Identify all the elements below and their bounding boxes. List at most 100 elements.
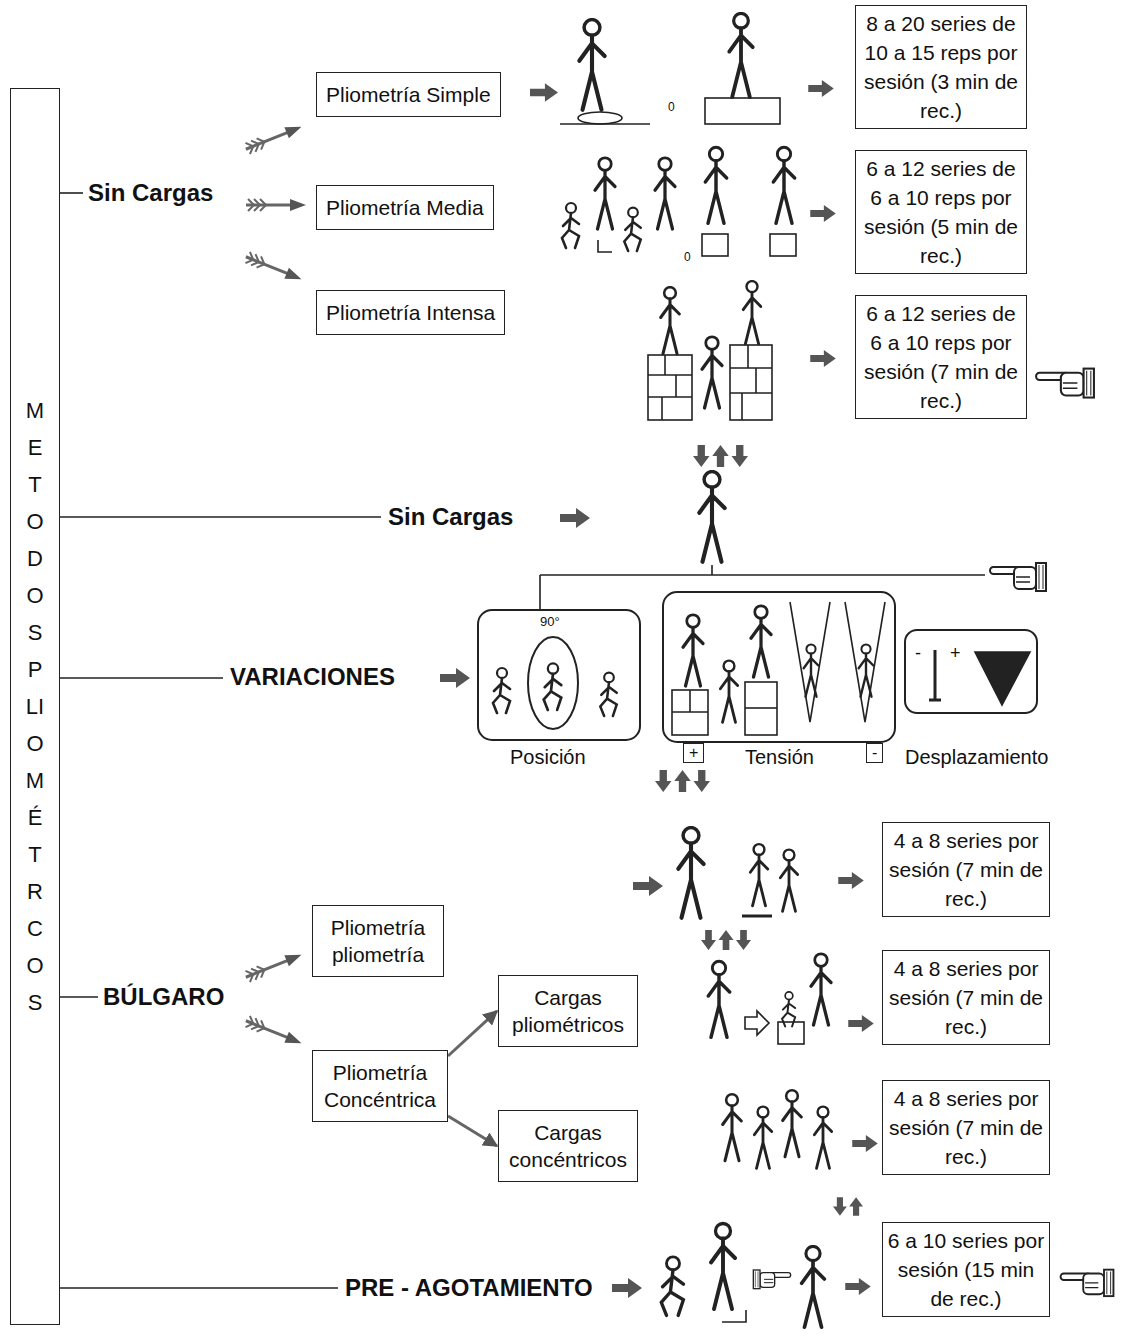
illustration-part (720, 661, 737, 723)
sign-box: - (866, 743, 883, 763)
node-text: Cargas concéntricos (503, 1119, 633, 1173)
illustration-part (655, 158, 675, 229)
section-label: VARIACIONES (230, 663, 395, 691)
node-text: METODOS PLIOMÉTRCOS (24, 392, 46, 1021)
illustration-part (743, 281, 761, 344)
illustration-part (975, 652, 1030, 705)
illustration-part (810, 205, 836, 222)
sign-label: + (950, 643, 961, 664)
illustration-part (702, 234, 728, 256)
illustration-part (1036, 369, 1094, 398)
node-text: Pliometría Intensa (326, 299, 495, 326)
illustration-part (246, 199, 306, 211)
node-text: 4 a 8 series por sesión (7 min de rec.) (887, 954, 1045, 1041)
illustration-part (579, 20, 604, 110)
feather-arrow (448, 1011, 497, 1056)
node-text: 4 a 8 series por sesión (7 min de rec.) (887, 1084, 1045, 1171)
load-box: Cargas concéntricos (498, 1110, 638, 1182)
illustration-part (1061, 1270, 1114, 1296)
illustration-part (705, 98, 780, 124)
figure-mark: 0 (684, 250, 691, 264)
illustration-part (773, 147, 794, 223)
block-arrows (440, 80, 878, 1298)
illustration-part (655, 770, 710, 792)
illustration-part (648, 355, 692, 420)
illustration-part (750, 844, 767, 906)
illustration-part (790, 602, 885, 722)
illustration-part (742, 915, 772, 918)
illustration-part (711, 1224, 735, 1310)
illustration-part (845, 1278, 871, 1295)
illustration-part (528, 637, 578, 729)
illustration-part (544, 663, 562, 710)
illustration-part (838, 872, 864, 889)
illustration-part (814, 1107, 831, 1169)
illustration-part (540, 565, 985, 610)
illustration-part (244, 251, 304, 285)
illustration-part (708, 961, 729, 1037)
section-label: Sin Cargas (88, 179, 213, 207)
node-text: Pliometría Simple (326, 81, 491, 108)
illustration-part (782, 992, 795, 1027)
node-text: Pliometría pliometría (317, 914, 439, 968)
node-text: 6 a 12 series de 6 a 10 reps por sesión … (860, 154, 1022, 270)
node-text: 6 a 10 series por sesión (15 min de rec.… (887, 1226, 1045, 1313)
illustration-part (678, 828, 703, 918)
illustration-part (478, 610, 640, 740)
illustration-part (663, 592, 895, 742)
illustration-part (730, 345, 772, 420)
method-box: Pliometría Simple (316, 72, 501, 117)
title-column: METODOS PLIOMÉTRCOS (10, 88, 60, 1325)
illustration-part (661, 1257, 683, 1316)
illustration-part (562, 203, 579, 248)
variation-label: Desplazamiento (905, 746, 1048, 769)
load-box: Cargas pliométricos (498, 975, 638, 1047)
illustration-part (560, 123, 650, 125)
illustration-part (783, 1090, 802, 1157)
illustration-part (244, 121, 304, 155)
node-text: 8 a 20 series de 10 a 15 reps por sesión… (860, 9, 1022, 125)
illustration-part (730, 345, 772, 420)
node-text: Pliometría Media (326, 194, 484, 221)
angle-label: 90° (540, 614, 560, 629)
variation-label: Posición (510, 746, 586, 769)
figure-mark: 0 (668, 100, 675, 114)
illustration-part (60, 996, 98, 998)
illustration-part (648, 355, 692, 420)
method-box: Pliometría Media (316, 185, 494, 230)
illustration-part (244, 251, 304, 285)
branch-lines (60, 193, 381, 1288)
illustration-part (990, 563, 1046, 591)
dose-box: 4 a 8 series por sesión (7 min de rec.) (882, 950, 1050, 1045)
illustration-part (246, 199, 306, 211)
illustration-part (60, 677, 223, 679)
dose-box: 6 a 12 series de 6 a 10 reps por sesión … (855, 295, 1027, 419)
illustration-part (702, 337, 722, 408)
dose-box: 6 a 12 series de 6 a 10 reps por sesión … (855, 150, 1027, 274)
illustration-part (493, 668, 510, 713)
illustration-part (770, 234, 796, 256)
illustration-part (753, 1270, 790, 1289)
illustration-part (598, 240, 612, 252)
illustration-part (852, 1135, 878, 1152)
illustration-part (244, 949, 304, 983)
illustration-part (778, 1022, 804, 1044)
illustration-part (440, 668, 470, 688)
illustration-part (60, 192, 83, 194)
section-label: Sin Cargas (388, 503, 513, 531)
section-label: PRE - AGOTAMIENTO (345, 1274, 593, 1302)
illustration-part (753, 1270, 790, 1289)
node-text: Pliometría Concéntrica (317, 1059, 443, 1113)
illustration-part (701, 930, 751, 950)
illustration-part (595, 158, 615, 229)
illustration-part (693, 445, 748, 467)
illustration-part (751, 606, 771, 677)
illustration-part (672, 690, 708, 735)
feather-arrow (448, 1116, 497, 1146)
feather-arrows (244, 121, 306, 1049)
illustration-part (804, 644, 819, 696)
illustration-part (905, 630, 1037, 713)
illustration-part (729, 13, 752, 97)
illustration-part (244, 1015, 304, 1049)
illustration-part (833, 1197, 863, 1215)
